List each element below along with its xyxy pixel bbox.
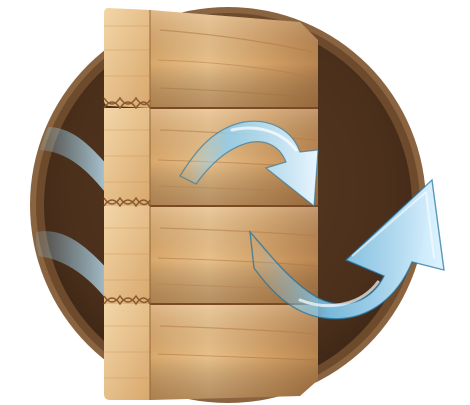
wood-log-1 [104, 8, 318, 108]
wooden-log-wall-icon [104, 8, 318, 400]
wood-log-4 [104, 298, 318, 400]
